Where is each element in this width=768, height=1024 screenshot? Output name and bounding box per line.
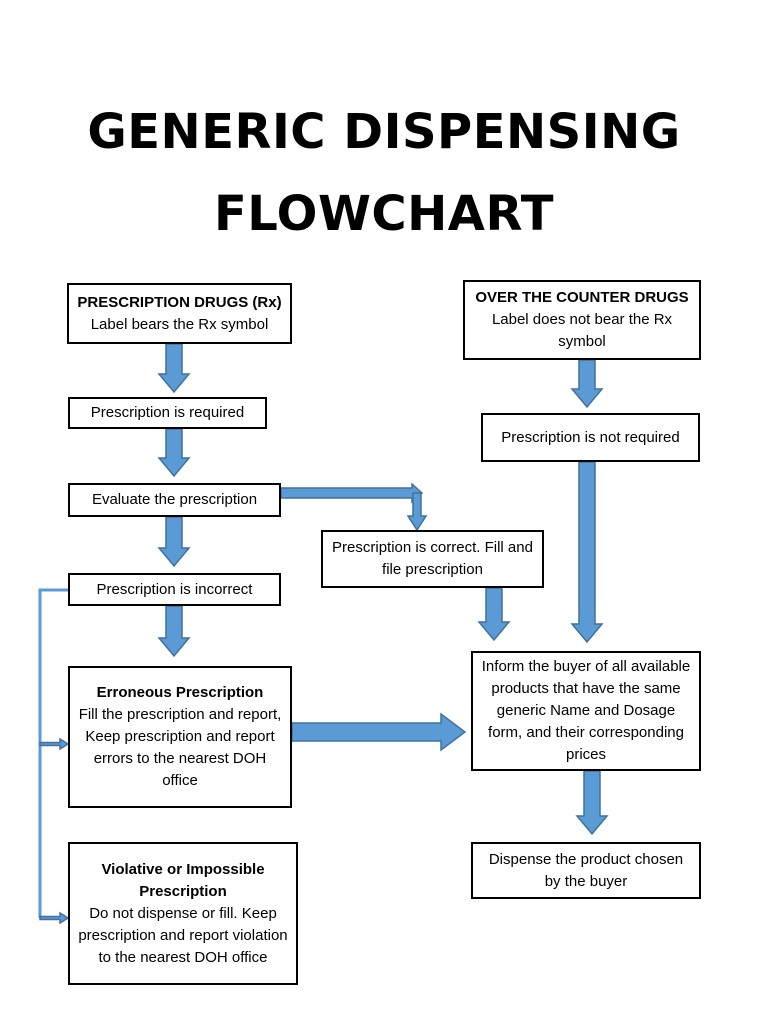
arrow-correct-to-inform <box>477 587 511 642</box>
prescription-required-box: Prescription is required <box>68 397 267 429</box>
evaluate-prescription-box: Evaluate the prescription <box>68 483 281 517</box>
arrow-otc-to-not-required <box>570 359 604 409</box>
otc-drugs-text: Label does not bear the Rx symbol <box>491 311 673 350</box>
dispense-product-box: Dispense the product chosen by the buyer <box>471 842 701 899</box>
rx-drugs-text: Label bears the Rx symbol <box>90 315 269 333</box>
rx-drugs-box: PRESCRIPTION DRUGS (Rx) Label bears the … <box>67 283 292 344</box>
erroneous-prescription-heading: Erroneous Prescription <box>96 684 264 701</box>
otc-drugs-heading: OVER THE COUNTER DRUGS <box>475 289 689 306</box>
violative-prescription-heading: Violative or Impossible Prescription <box>101 860 265 900</box>
arrow-inform-to-dispense <box>575 770 609 836</box>
page-title-line-1: GENERIC DISPENSING <box>87 104 681 160</box>
arrow-required-to-evaluate <box>157 428 191 478</box>
prescription-incorrect-box: Prescription is incorrect <box>68 573 281 606</box>
arrow-evaluate-to-right <box>280 482 424 504</box>
arrow-erroneous-to-inform <box>291 712 467 752</box>
inform-buyer-text: Inform the buyer of all available produc… <box>481 658 691 763</box>
violative-prescription-text: Do not dispense or fill. Keep prescripti… <box>78 904 288 966</box>
evaluate-prescription-text: Evaluate the prescription <box>91 491 258 508</box>
violative-prescription-box: Violative or Impossible Prescription Do … <box>68 842 298 985</box>
prescription-not-required-text: Prescription is not required <box>501 428 680 446</box>
page-title-line-2: FLOWCHART <box>213 186 554 242</box>
prescription-not-required-box: Prescription is not required <box>481 413 700 462</box>
otc-drugs-box: OVER THE COUNTER DRUGS Label does not be… <box>463 280 701 360</box>
erroneous-prescription-line-1: Fill the prescription and report, <box>78 706 282 723</box>
incorrect-branch-line <box>38 588 68 918</box>
arrow-rx-to-required <box>157 343 191 394</box>
prescription-correct-text: Prescription is correct. Fill and file p… <box>332 539 533 578</box>
arrow-not-required-to-inform <box>570 461 604 644</box>
arrow-evaluate-to-incorrect <box>157 516 191 568</box>
arrow-branch-to-violative <box>39 911 70 925</box>
prescription-incorrect-text: Prescription is incorrect <box>96 580 253 598</box>
erroneous-prescription-line-2: Keep prescription and report errors to t… <box>85 728 275 789</box>
prescription-correct-box: Prescription is correct. Fill and file p… <box>321 530 544 588</box>
inform-buyer-box: Inform the buyer of all available produc… <box>471 651 701 771</box>
erroneous-prescription-box: Erroneous Prescription Fill the prescrip… <box>68 666 292 808</box>
arrow-incorrect-to-erroneous <box>157 605 191 658</box>
dispense-product-text: Dispense the product chosen by the buyer <box>488 850 684 890</box>
arrow-branch-to-erroneous <box>39 737 70 751</box>
rx-drugs-heading: PRESCRIPTION DRUGS (Rx) <box>77 293 282 311</box>
arrow-down-to-correct <box>406 492 428 532</box>
prescription-required-text: Prescription is required <box>90 404 245 421</box>
